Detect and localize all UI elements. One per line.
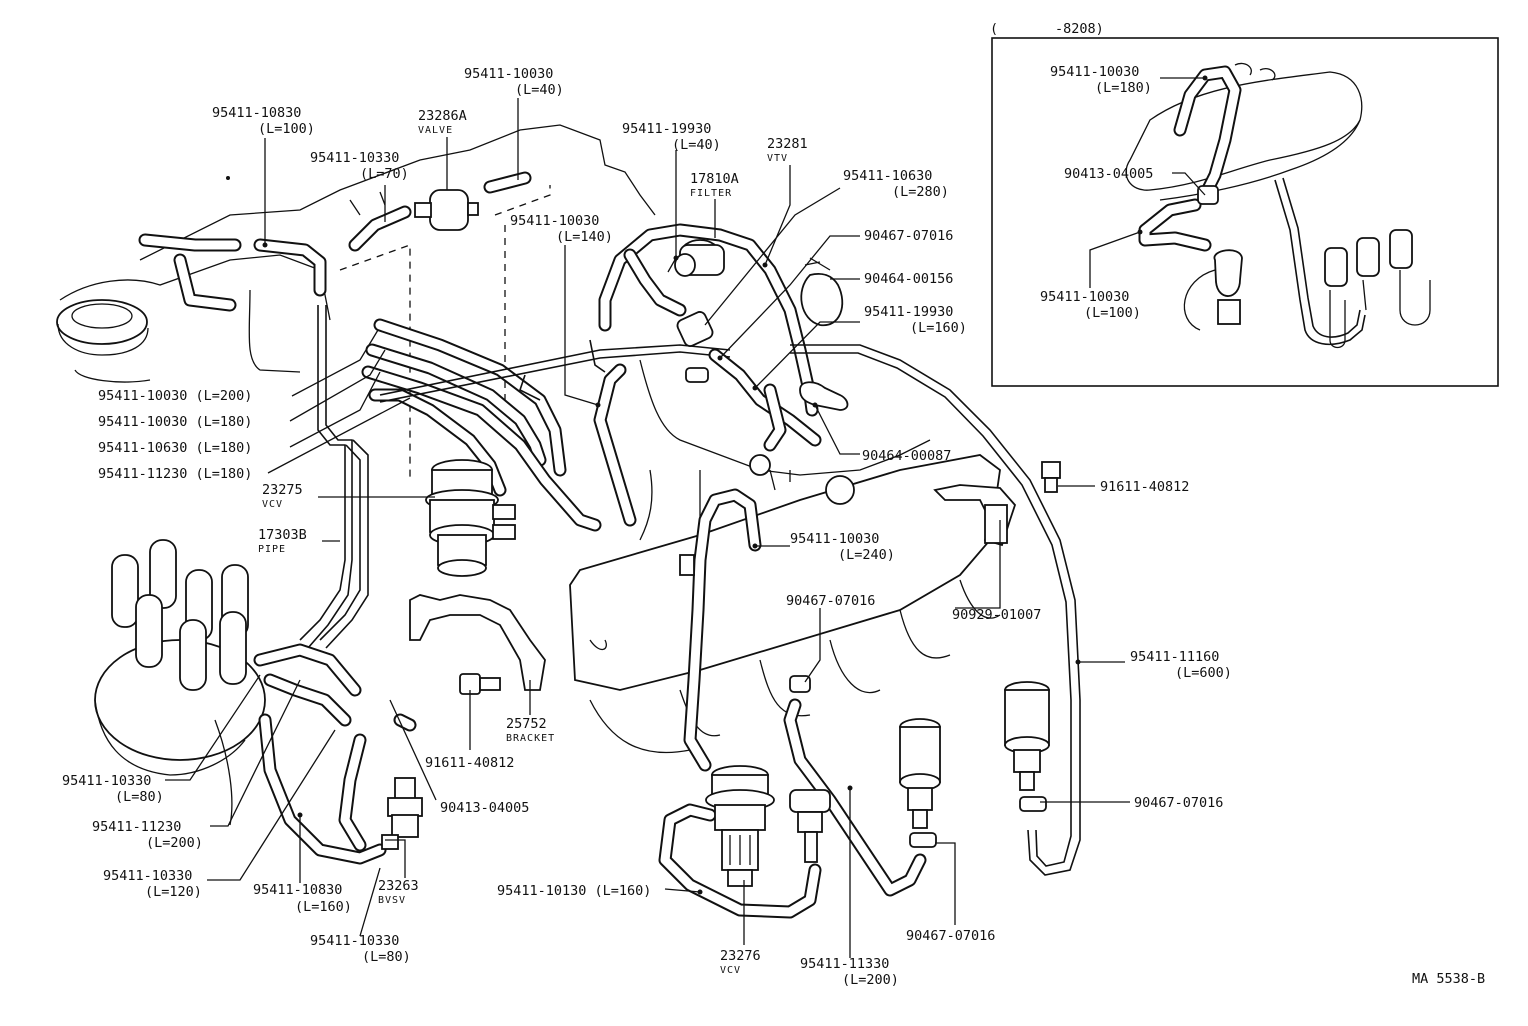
inset-label-90413-04005: 90413-04005 <box>1064 166 1153 182</box>
label-95411-11230-l200-len: (L=200) <box>146 835 203 851</box>
label-95411-19930-l40: 95411-19930 <box>622 121 711 137</box>
label-90413-04005: 90413-04005 <box>440 800 529 816</box>
distributor-towers <box>111 539 249 691</box>
label-95411-10030-l240: 95411-10030 <box>790 531 879 547</box>
label-23276-name: VCV <box>720 965 741 976</box>
label-90467-07016-right: 90467-07016 <box>1134 795 1223 811</box>
label-95411-11330: 95411-11330 <box>800 956 889 972</box>
label-95411-11330-len: (L=200) <box>842 972 899 988</box>
label-95411-11230-l180: 95411-11230 (L=180) <box>98 466 252 482</box>
switch-right-1 <box>899 718 941 829</box>
label-17810a: 17810A <box>690 171 739 187</box>
label-95411-19930-l160-len: (L=160) <box>910 320 967 336</box>
switch-right-2 <box>1004 681 1050 791</box>
label-90929-01007: 90929-01007 <box>952 607 1041 623</box>
oil-filler-cap <box>56 299 148 345</box>
label-95411-10830-l160: 95411-10830 <box>253 882 342 898</box>
label-95411-10030-l240-len: (L=240) <box>838 547 895 563</box>
label-23263: 23263 <box>378 878 419 894</box>
label-17303b: 17303B <box>258 527 307 543</box>
inset-title: ( -8208) <box>990 21 1104 37</box>
label-25752-name: BRACKET <box>506 733 555 744</box>
label-25752: 25752 <box>506 716 547 732</box>
label-91611-40812-left: 91611-40812 <box>425 755 514 771</box>
label-95411-11160-len: (L=600) <box>1175 665 1232 681</box>
label-95411-10030-l140: 95411-10030 <box>510 213 599 229</box>
label-95411-10830-l100: 95411-10830 <box>212 105 301 121</box>
engine-outline <box>56 124 1001 826</box>
inset-label-95411-10030-l180: 95411-10030 <box>1050 64 1139 80</box>
label-23286a-name: VALVE <box>418 125 453 136</box>
label-17810a-name: FILTER <box>690 188 732 199</box>
vcv-23275 <box>425 459 516 577</box>
valves-and-switches <box>381 367 1061 887</box>
label-23281-name: VTV <box>767 153 788 164</box>
label-90464-00087: 90464-00087 <box>862 448 951 464</box>
label-95411-10330-l80-a: 95411-10330 <box>62 773 151 789</box>
label-95411-10330-l80-b: 95411-10330 <box>310 933 399 949</box>
inset-panel: ( -8208) <box>990 21 1499 387</box>
label-95411-19930-l160: 95411-19930 <box>864 304 953 320</box>
diagram-code: MA 5538-B <box>1412 971 1485 987</box>
label-95411-10330-l80-a-len: (L=80) <box>115 789 164 805</box>
label-23286a: 23286A <box>418 108 467 124</box>
label-91611-40812-right: 91611-40812 <box>1100 479 1189 495</box>
label-95411-10330-l80-b-len: (L=80) <box>362 949 411 965</box>
label-95411-10030-l200: 95411-10030 (L=200) <box>98 388 252 404</box>
label-23276: 23276 <box>720 948 761 964</box>
label-95411-10630-l280: 95411-10630 <box>843 168 932 184</box>
label-95411-10030-l140-len: (L=140) <box>556 229 613 245</box>
inset-label-95411-10030-l100-len: (L=100) <box>1084 305 1141 321</box>
label-23275: 23275 <box>262 482 303 498</box>
label-23275-name: VCV <box>262 499 283 510</box>
label-23281: 23281 <box>767 136 808 152</box>
label-95411-10630-l180: 95411-10630 (L=180) <box>98 440 252 456</box>
inset-label-95411-10030-l100: 95411-10030 <box>1040 289 1129 305</box>
label-95411-11160: 95411-11160 <box>1130 649 1219 665</box>
label-23263-name: BVSV <box>378 895 406 906</box>
leader-dots <box>226 75 1208 895</box>
vcv-23276 <box>705 765 775 887</box>
label-95411-10030-l40: 95411-10030 <box>464 66 553 82</box>
bvsv-23263 <box>381 777 423 850</box>
label-17303b-name: PIPE <box>258 544 286 555</box>
label-95411-10330-l70: 95411-10330 <box>310 150 399 166</box>
label-95411-10030-l40-len: (L=40) <box>515 82 564 98</box>
label-95411-10630-l280-len: (L=280) <box>892 184 949 200</box>
label-90467-07016-mid: 90467-07016 <box>786 593 875 609</box>
label-95411-10830-l160-len: (L=160) <box>295 899 352 915</box>
label-95411-10330-l70-len: (L=70) <box>360 166 409 182</box>
inset-label-95411-10030-l180-len: (L=180) <box>1095 80 1152 96</box>
label-95411-19930-l40-len: (L=40) <box>672 137 721 153</box>
part-labels: 95411-10830 (L=100) 95411-10330 (L=70) 2… <box>62 64 1485 988</box>
label-95411-10830-l100-len: (L=100) <box>258 121 315 137</box>
label-95411-10030-l180: 95411-10030 (L=180) <box>98 414 252 430</box>
label-95411-10330-l120: 95411-10330 <box>103 868 192 884</box>
label-90467-07016-bottom: 90467-07016 <box>906 928 995 944</box>
label-95411-10330-l120-len: (L=120) <box>145 884 202 900</box>
leader-lines <box>165 77 1206 958</box>
label-90467-07016-top: 90467-07016 <box>864 228 953 244</box>
label-95411-10130-l160: 95411-10130 (L=160) <box>497 883 651 899</box>
label-90464-00156: 90464-00156 <box>864 271 953 287</box>
label-95411-11230-l200: 95411-11230 <box>92 819 181 835</box>
